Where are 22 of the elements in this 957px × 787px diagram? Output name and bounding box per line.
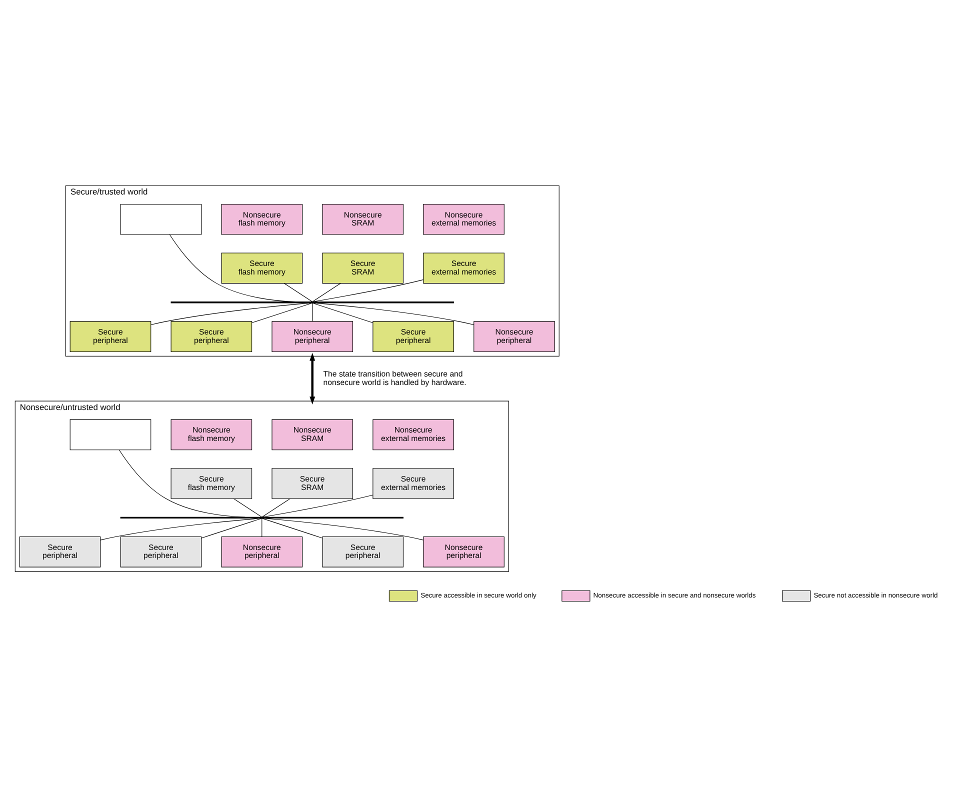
node-bar	[170, 302, 454, 304]
connector	[118, 450, 246, 518]
connector	[262, 518, 323, 538]
connector	[201, 518, 262, 538]
node-box	[70, 419, 152, 450]
connector	[312, 302, 374, 324]
node-box	[120, 204, 202, 235]
connector	[233, 498, 262, 518]
connector	[312, 302, 474, 325]
connector	[100, 518, 262, 540]
node-bar	[120, 516, 404, 519]
connector	[262, 498, 290, 518]
connector	[312, 302, 313, 322]
connector	[262, 494, 374, 518]
connector	[169, 234, 296, 302]
connector	[252, 302, 313, 324]
connector	[150, 302, 313, 325]
connector	[312, 283, 341, 302]
arrow	[310, 352, 316, 404]
connector	[262, 518, 424, 540]
connector	[284, 283, 313, 302]
connector	[312, 279, 424, 302]
